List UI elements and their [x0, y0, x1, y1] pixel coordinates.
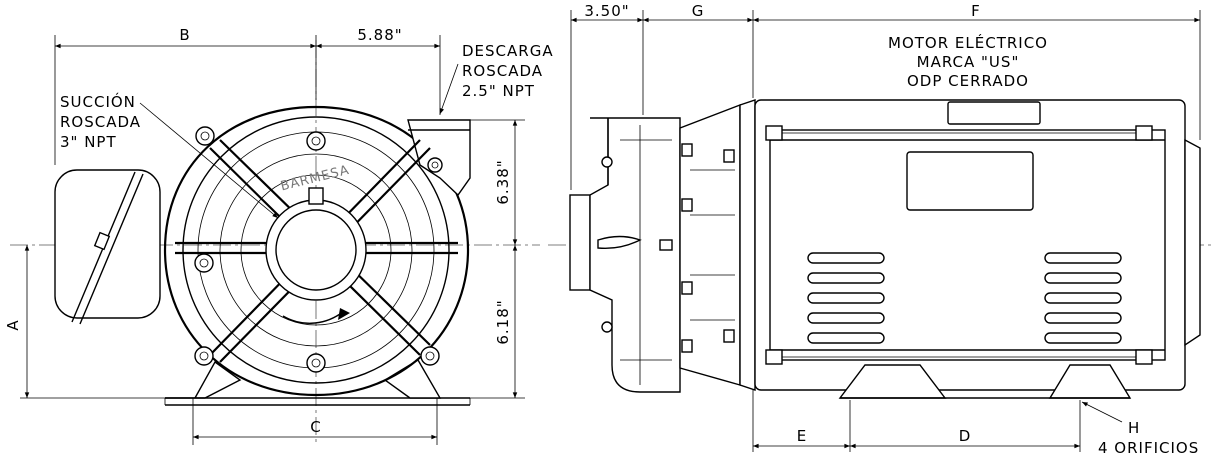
discharge-note-line-2: ROSCADA: [462, 62, 543, 80]
dimension-front-depth-label: 3.50": [584, 2, 629, 20]
discharge-note-line-1: DESCARGA: [462, 42, 554, 60]
side-motor: [739, 99, 1201, 399]
motor-label-line-3: ODP CERRADO: [907, 72, 1029, 90]
dimension-discharge-offset: 5.88": [315, 26, 441, 49]
dimension-D-label: D: [959, 427, 972, 445]
dimension-heights: 6.38" 6.18": [470, 119, 525, 399]
side-top-dimensions: 3.50" G F: [570, 2, 1201, 190]
suction-note: SUCCIÓN ROSCADA 3" NPT: [60, 92, 279, 219]
dimension-B-label: B: [179, 26, 190, 44]
dimension-H-label: H: [1128, 419, 1140, 437]
motor-label-line-1: MOTOR ELÉCTRICO: [888, 33, 1048, 52]
dimension-C-label: C: [310, 418, 321, 436]
motor-label: MOTOR ELÉCTRICO MARCA "US" ODP CERRADO: [888, 33, 1048, 90]
motor-vents-left: [807, 252, 885, 344]
motor-vents-right: [1044, 252, 1122, 344]
dimension-C: C: [192, 398, 438, 445]
rotation-arrowhead-icon: [338, 308, 350, 320]
suction-note-line-2: ROSCADA: [60, 113, 141, 131]
suction-port: [265, 187, 367, 301]
side-bottom-dimensions: E D: [752, 390, 1081, 452]
discharge-note: DESCARGA ROSCADA 2.5" NPT: [439, 42, 554, 115]
dimension-A-label: A: [4, 319, 22, 330]
suction-note-line-3: 3" NPT: [60, 133, 117, 151]
rotation-arrow-icon: [282, 313, 341, 324]
holes-note: H 4 ORIFICIOS: [1081, 401, 1199, 457]
side-pump-casing: [569, 117, 681, 393]
housing-bolts: [194, 126, 440, 373]
dimension-E-label: E: [797, 427, 807, 445]
motor-label-line-2: MARCA "US": [917, 53, 1020, 71]
motor-end-cap: [54, 169, 161, 325]
side-adapter-bracket: [659, 103, 741, 386]
suction-note-line-1: SUCCIÓN: [60, 92, 136, 111]
dimension-A: A: [4, 245, 165, 399]
dimension-F-label: F: [971, 2, 981, 20]
dimension-discharge-offset-label: 5.88": [357, 26, 402, 44]
dimension-G-label: G: [692, 2, 705, 20]
discharge-note-line-3: 2.5" NPT: [462, 82, 535, 100]
side-view: MOTOR ELÉCTRICO MARCA "US" ODP CERRADO 3…: [548, 2, 1212, 457]
dimension-height-lower-label: 6.18": [494, 299, 512, 344]
front-view: BARMESA B 5.88" DESCARGA ROSCADA 2.5" NP…: [4, 26, 554, 445]
holes-label: 4 ORIFICIOS: [1098, 439, 1199, 457]
dimension-height-upper-label: 6.38": [494, 159, 512, 204]
front-base-feet: [164, 359, 471, 406]
